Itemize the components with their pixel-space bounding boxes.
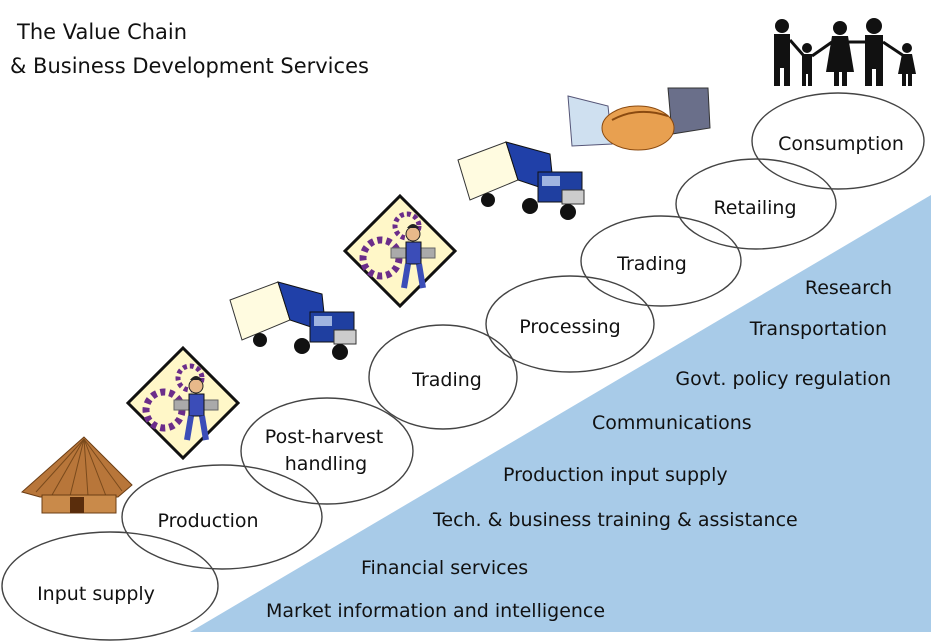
diagram-title-line1: The Value Chain bbox=[17, 20, 188, 44]
worker-gear-icon bbox=[342, 193, 458, 309]
handshake-icon bbox=[567, 87, 711, 151]
stage-label-input-supply: Input supply bbox=[37, 583, 155, 605]
family-icon bbox=[774, 18, 916, 86]
stage-ellipse-post-harvest bbox=[240, 397, 414, 505]
stage-label-consumption: Consumption bbox=[778, 133, 904, 155]
hut-icon bbox=[20, 436, 133, 514]
stage-ellipse-consumption bbox=[751, 92, 925, 190]
stage-label-processing: Processing bbox=[519, 316, 620, 338]
stage-label-post-harvest: Post-harvest bbox=[265, 426, 383, 448]
stage-ellipse-production bbox=[121, 464, 323, 570]
stage-label-trading-2: Trading bbox=[616, 253, 687, 275]
service-tech-training: Tech. & business training & assistance bbox=[432, 509, 798, 531]
stage-ellipse-retailing bbox=[675, 158, 837, 250]
stage-ellipse-trading-2 bbox=[580, 215, 742, 307]
service-financial: Financial services bbox=[361, 557, 528, 579]
stage-label-trading-1: Trading bbox=[411, 369, 482, 391]
service-transportation: Transportation bbox=[749, 318, 887, 340]
services-wedge bbox=[190, 195, 931, 632]
service-market-information: Market information and intelligence bbox=[266, 600, 605, 622]
service-research: Research bbox=[805, 277, 892, 299]
service-govt-policy: Govt. policy regulation bbox=[675, 368, 891, 390]
stage-label-production: Production bbox=[157, 510, 258, 532]
stage-ellipse-processing bbox=[485, 275, 655, 373]
truck-icon bbox=[229, 281, 357, 360]
stage-ellipse-trading-1 bbox=[368, 324, 518, 430]
truck-icon bbox=[457, 141, 585, 220]
worker-gear-icon bbox=[125, 345, 241, 461]
service-communications: Communications bbox=[592, 412, 752, 434]
service-production-input-supply: Production input supply bbox=[503, 464, 728, 486]
diagram-title-line2: & Business Development Services bbox=[10, 54, 369, 78]
stage-label-handling: handling bbox=[285, 453, 367, 475]
stage-label-retailing: Retailing bbox=[713, 197, 796, 219]
stage-ellipse-input-supply bbox=[1, 531, 219, 641]
